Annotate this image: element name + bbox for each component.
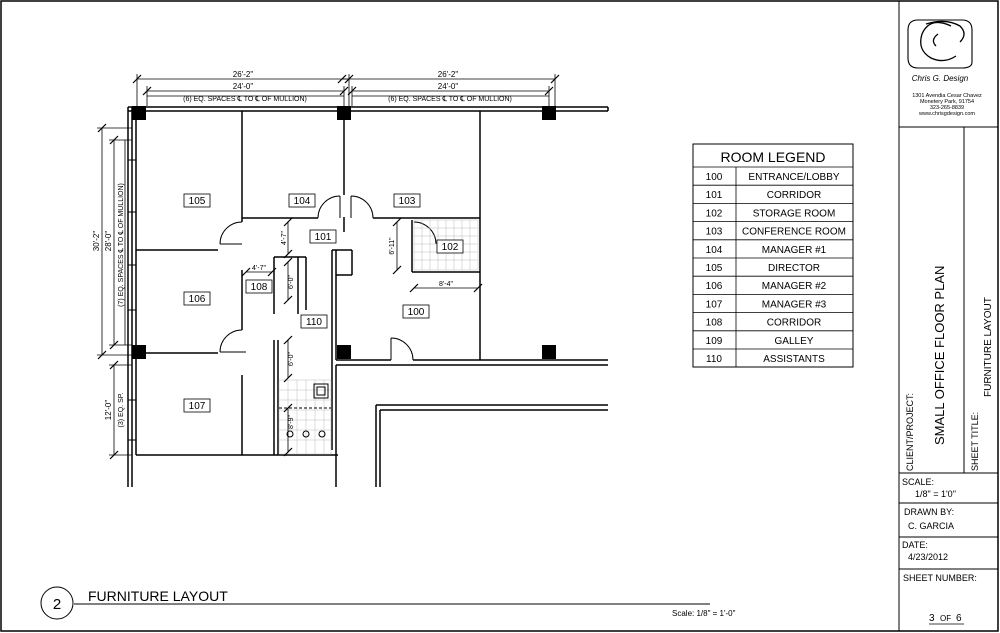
room-100: 100 [408, 307, 425, 318]
company-phone: 323-265-8839 [930, 105, 964, 111]
legend-room-number: 104 [706, 245, 723, 256]
legend-room-name: STORAGE ROOM [753, 208, 836, 219]
legend-room-number: 110 [706, 354, 722, 365]
room-102: 102 [442, 242, 459, 253]
dimension-lines [97, 74, 556, 456]
galley-fixtures [279, 383, 331, 438]
legend-room-number: 108 [706, 318, 723, 329]
room-103: 103 [399, 196, 416, 207]
legend-room-number: 101 [706, 190, 723, 201]
dim-6-11: 6'-11" [389, 237, 396, 255]
date-value: 4/23/2012 [908, 552, 948, 562]
dim-left-lower-spaces: (3) EQ. SP. [118, 393, 125, 428]
legend-room-number: 106 [706, 281, 723, 292]
project-info: CLIENT/PROJECT: SMALL OFFICE FLOOR PLAN … [905, 266, 994, 471]
company-website: www.chrisgdesign.com [918, 111, 975, 117]
drawn-by-label: DRAWN BY: [904, 507, 954, 517]
sheet-number-label: SHEET NUMBER: [903, 573, 977, 583]
room-105: 105 [189, 196, 206, 207]
dim-top-left-spaces: (6) EQ. SPACES ℄ TO ℄ OF MULLION) [183, 96, 307, 103]
legend-room-number: 107 [706, 299, 723, 310]
legend-room-name: ENTRANCE/LOBBY [748, 172, 839, 183]
dim-left-inner: 28'-0" [104, 231, 113, 252]
title-block-fields: SCALE: 1/8" = 1'0" DRAWN BY: C. GARCIA D… [902, 477, 977, 625]
structural-columns [132, 106, 556, 359]
door-swings [219, 195, 437, 361]
room-110: 110 [306, 317, 322, 328]
room-101: 101 [315, 232, 332, 243]
dim-top-right-overall: 26'-2" [438, 70, 459, 79]
legend-title: ROOM LEGEND [720, 149, 825, 165]
legend-room-name: MANAGER #3 [762, 299, 827, 310]
dim-6-0-upper: 6'-0" [288, 275, 295, 289]
company-name: Chris G. Design [912, 74, 969, 83]
galley-tile [278, 379, 332, 455]
title-block [898, 1, 998, 631]
dim-top-right-inner: 24'-0" [438, 82, 459, 91]
dim-6-0-lower: 6'-0" [288, 352, 295, 366]
drawing-scale: Scale: 1/8" = 1'-0" [672, 609, 736, 618]
dim-left-spaces: (7) EQ. SPACES ℄ TO ℄ OF MULLION) [118, 183, 125, 307]
sheet-title-label: SHEET TITLE: [970, 412, 980, 471]
date-label: DATE: [902, 540, 928, 550]
sheet-title: FURNITURE LAYOUT [983, 297, 994, 397]
room-107: 107 [189, 401, 206, 412]
drawing-title: 2 FURNITURE LAYOUT Scale: 1/8" = 1'-0" [40, 586, 736, 620]
sheet-number: 3 [929, 613, 935, 624]
room-labels [183, 193, 464, 413]
sheet-of: OF [940, 614, 951, 623]
sheet-total: 6 [956, 613, 962, 624]
scale-label: SCALE: [902, 477, 934, 487]
client-project-label: CLIENT/PROJECT: [905, 393, 915, 471]
dim-top-right-spaces: (6) EQ. SPACES ℄ TO ℄ OF MULLION) [388, 96, 512, 103]
legend-room-name: GALLEY [775, 336, 814, 347]
scale-value: 1/8" = 1'0" [915, 489, 956, 499]
dim-top-left-overall: 26'-2" [233, 70, 254, 79]
legend-room-name: CORRIDOR [767, 318, 821, 329]
legend-room-name: CORRIDOR [767, 190, 821, 201]
room-108: 108 [251, 282, 268, 293]
legend-room-number: 109 [706, 336, 723, 347]
floor-plan [127, 106, 609, 487]
company-address-2: Monetery Park, 91754 [920, 99, 974, 105]
room-106: 106 [189, 294, 206, 305]
dimension-text: 26'-2" 24'-0" (6) EQ. SPACES ℄ TO ℄ OF M… [92, 70, 512, 429]
legend-room-name: CONFERENCE ROOM [742, 227, 846, 238]
room-104: 104 [294, 196, 311, 207]
room-numbers: 105 104 103 101 102 108 106 110 100 107 [189, 196, 459, 412]
legend-room-name: MANAGER #1 [762, 245, 827, 256]
legend-room-name: ASSISTANTS [763, 354, 825, 365]
dim-4-7-vertical: 4'-7" [281, 231, 288, 245]
drawing-number: 2 [53, 596, 61, 613]
legend-room-number: 105 [706, 263, 723, 274]
company-address-1: 1301 Avendia Cesar Chavez [912, 93, 982, 99]
company-info: Chris G. Design 1301 Avendia Cesar Chave… [912, 74, 982, 117]
company-logo [907, 19, 973, 69]
dim-8-4: 8'-4" [439, 281, 453, 288]
project-name: SMALL OFFICE FLOOR PLAN [932, 266, 947, 445]
dim-4-7-horizontal: 4'-7" [252, 265, 266, 272]
dim-8-9: 8'-9" [288, 415, 295, 429]
drawing-title-text: FURNITURE LAYOUT [88, 588, 228, 604]
drawn-by-value: C. GARCIA [908, 521, 954, 531]
dim-left-overall: 30'-2" [92, 231, 101, 252]
legend-room-number: 100 [706, 172, 723, 183]
legend-room-number: 102 [706, 208, 723, 219]
legend-room-number: 103 [706, 227, 723, 238]
legend-room-name: MANAGER #2 [762, 281, 827, 292]
legend-room-name: DIRECTOR [768, 263, 820, 274]
dim-top-left-inner: 24'-0" [233, 82, 254, 91]
dimension-ticks [97, 74, 560, 460]
dim-left-lower: 12'-0" [104, 400, 113, 421]
